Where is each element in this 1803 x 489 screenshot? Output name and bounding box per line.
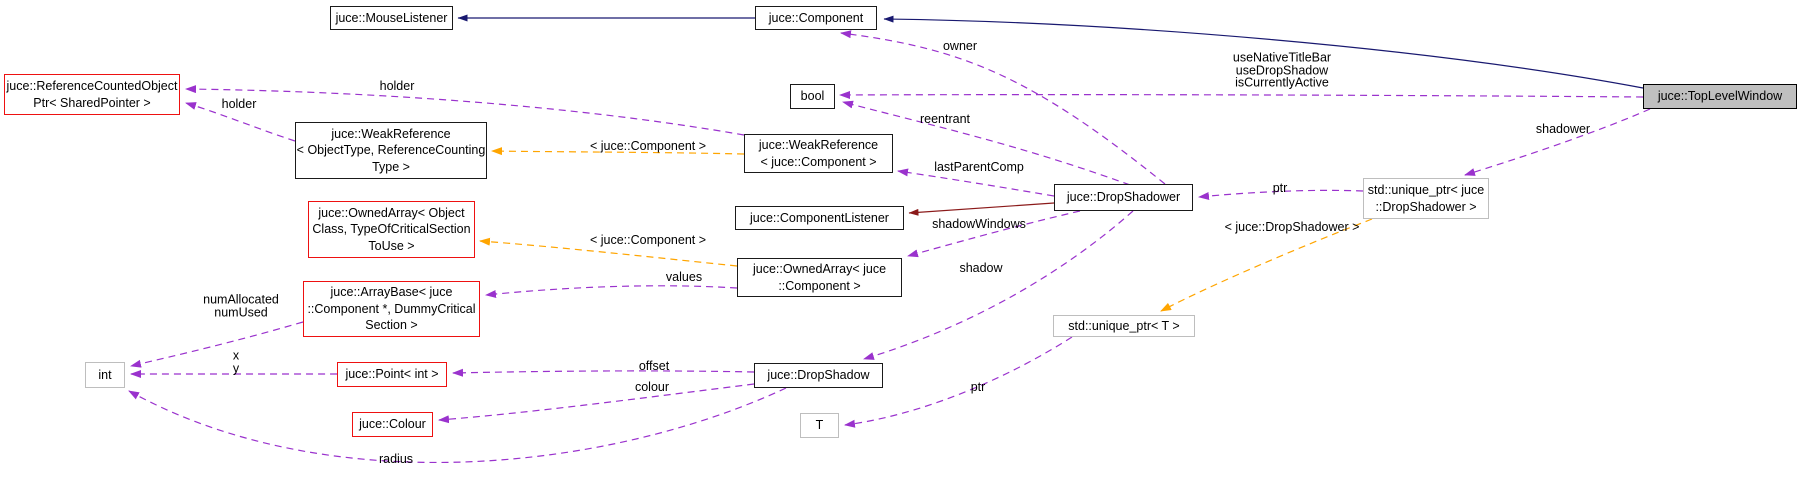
- node-juce-dropshadow[interactable]: juce::DropShadow: [754, 363, 883, 388]
- edge-inherit-dropshadower-to-componentlistener: [908, 202, 1055, 216]
- edge-member-values: [485, 285, 738, 298]
- edge-label-ptr-right: ptr: [1272, 180, 1288, 195]
- node-juce-point-int[interactable]: juce::Point< int >: [337, 362, 447, 387]
- edge-label-reentrant: reentrant: [919, 111, 971, 126]
- node-juce-referencecountedobjectptr[interactable]: juce::ReferenceCountedObject Ptr< Shared…: [4, 74, 180, 115]
- node-juce-dropshadower[interactable]: juce::DropShadower: [1054, 184, 1193, 211]
- edge-label-holder-long: holder: [379, 78, 415, 93]
- edge-label-holder-short: holder: [221, 96, 257, 111]
- node-std-uniqueptr-dropshadower: std::unique_ptr< juce ::DropShadower >: [1363, 178, 1489, 219]
- edge-label-numallocated-numused: numAllocated numUsed: [203, 292, 279, 319]
- node-juce-weakreference-component[interactable]: juce::WeakReference < juce::Component >: [744, 134, 893, 173]
- edge-label-shadowwindows: shadowWindows: [932, 216, 1026, 231]
- edge-label-toplevelwindow-bools: useNativeTitleBar useDropShadow isCurren…: [1232, 50, 1332, 90]
- node-t: T: [800, 413, 839, 438]
- edge-label-template-weakref: < juce::Component >: [589, 138, 707, 153]
- node-juce-componentlistener[interactable]: juce::ComponentListener: [735, 206, 904, 230]
- edge-label-colour: colour: [634, 379, 670, 394]
- edge-member-radius: [128, 387, 787, 464]
- edge-label-x-y: x y: [232, 348, 240, 375]
- node-juce-weakreference-generic[interactable]: juce::WeakReference < ObjectType, Refere…: [295, 122, 487, 179]
- edge-label-template-uniqueptr: < juce::DropShadower >: [1224, 219, 1360, 234]
- node-juce-component[interactable]: juce::Component: [755, 6, 877, 30]
- node-juce-colour[interactable]: juce::Colour: [352, 412, 433, 437]
- edge-label-owner: owner: [942, 38, 978, 53]
- edge-member-numallocated-numused: [130, 321, 304, 368]
- edge-member-colour: [438, 383, 755, 424]
- edge-label-shadower: shadower: [1535, 121, 1591, 136]
- node-bool: bool: [790, 84, 835, 109]
- edge-label-radius: radius: [378, 451, 414, 466]
- node-juce-mouselistener[interactable]: juce::MouseListener: [330, 6, 453, 30]
- edge-member-offset: [452, 368, 755, 377]
- edge-label-offset: offset: [638, 358, 670, 373]
- edge-member-shadower: [1464, 108, 1651, 176]
- node-std-uniqueptr-t: std::unique_ptr< T >: [1053, 315, 1195, 337]
- node-juce-ownedarray-generic[interactable]: juce::OwnedArray< Object Class, TypeOfCr…: [308, 201, 475, 258]
- edge-member-toplevelwindow-bools: [839, 90, 1644, 99]
- node-juce-ownedarray-component[interactable]: juce::OwnedArray< juce ::Component >: [737, 258, 902, 297]
- edge-label-lastparentcomp: lastParentComp: [934, 159, 1024, 174]
- node-int: int: [85, 362, 125, 388]
- node-juce-toplevelwindow: juce::TopLevelWindow: [1643, 84, 1797, 109]
- edge-member-lastparentcomp: [897, 168, 1055, 197]
- edge-label-template-ownedarray: < juce::Component >: [589, 232, 707, 247]
- node-juce-arraybase[interactable]: juce::ArrayBase< juce ::Component *, Dum…: [303, 281, 480, 337]
- edge-label-ptr-bottom: ptr: [970, 379, 986, 394]
- edge-label-shadow: shadow: [959, 260, 1003, 275]
- edge-label-values: values: [665, 269, 703, 284]
